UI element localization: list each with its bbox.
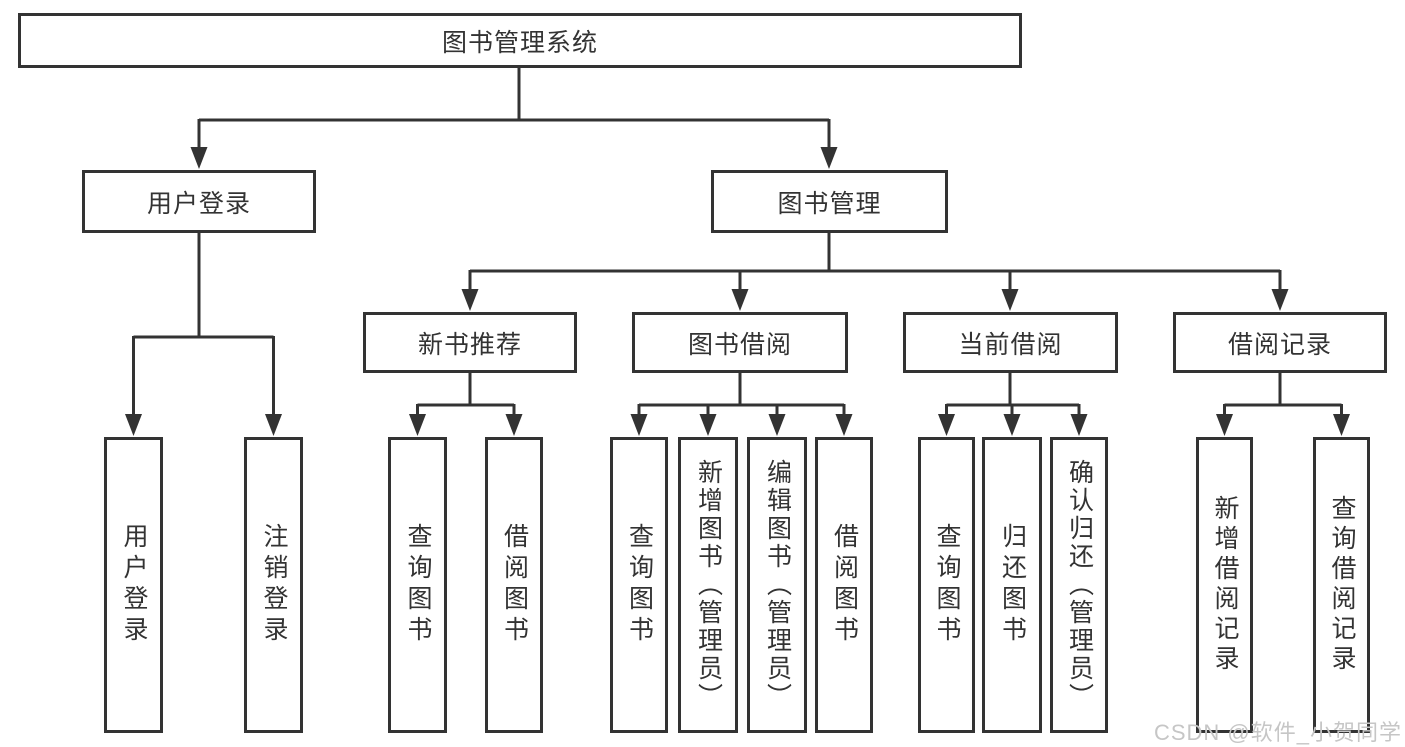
- leaf-query-borrow-record: 查询借阅记录: [1313, 437, 1370, 733]
- leaf-user-login: 用户登录: [104, 437, 163, 733]
- watermark: CSDN @软件_小贺同学: [1153, 720, 1402, 745]
- leaf-query-books-current: 查询图书: [918, 437, 975, 733]
- leaf-query-books-recommend: 查询图书: [388, 437, 447, 733]
- node-borrow-records: 借阅记录: [1173, 312, 1387, 373]
- leaf-logout: 注销登录: [244, 437, 303, 733]
- node-book-management: 图书管理: [711, 170, 948, 233]
- node-new-book-recommend: 新书推荐: [363, 312, 577, 373]
- leaf-edit-book-admin: 编辑图书（管理员）: [747, 437, 807, 733]
- node-book-borrow: 图书借阅: [632, 312, 848, 373]
- connector-user-login-children: [125, 233, 282, 436]
- connector-borrow-records-children: [1216, 373, 1350, 436]
- leaf-add-book-admin: 新增图书（管理员）: [678, 437, 738, 733]
- leaf-query-books-borrow: 查询图书: [610, 437, 668, 733]
- connector-book-borrow-children: [630, 373, 853, 436]
- leaf-borrow-books: 借阅图书: [815, 437, 873, 733]
- connector-new-book-children: [409, 373, 523, 436]
- node-current-borrow: 当前借阅: [903, 312, 1118, 373]
- connector-current-borrow-children: [938, 373, 1088, 436]
- leaf-add-borrow-record: 新增借阅记录: [1196, 437, 1253, 733]
- connector-book-mgmt-children: [461, 233, 1289, 311]
- leaf-confirm-return-admin: 确认归还（管理员）: [1050, 437, 1108, 733]
- node-user-login: 用户登录: [82, 170, 316, 233]
- connector-root-to-l2: [190, 68, 838, 169]
- node-root: 图书管理系统: [18, 13, 1022, 68]
- leaf-borrow-books-recommend: 借阅图书: [485, 437, 543, 733]
- leaf-return-book: 归还图书: [982, 437, 1042, 733]
